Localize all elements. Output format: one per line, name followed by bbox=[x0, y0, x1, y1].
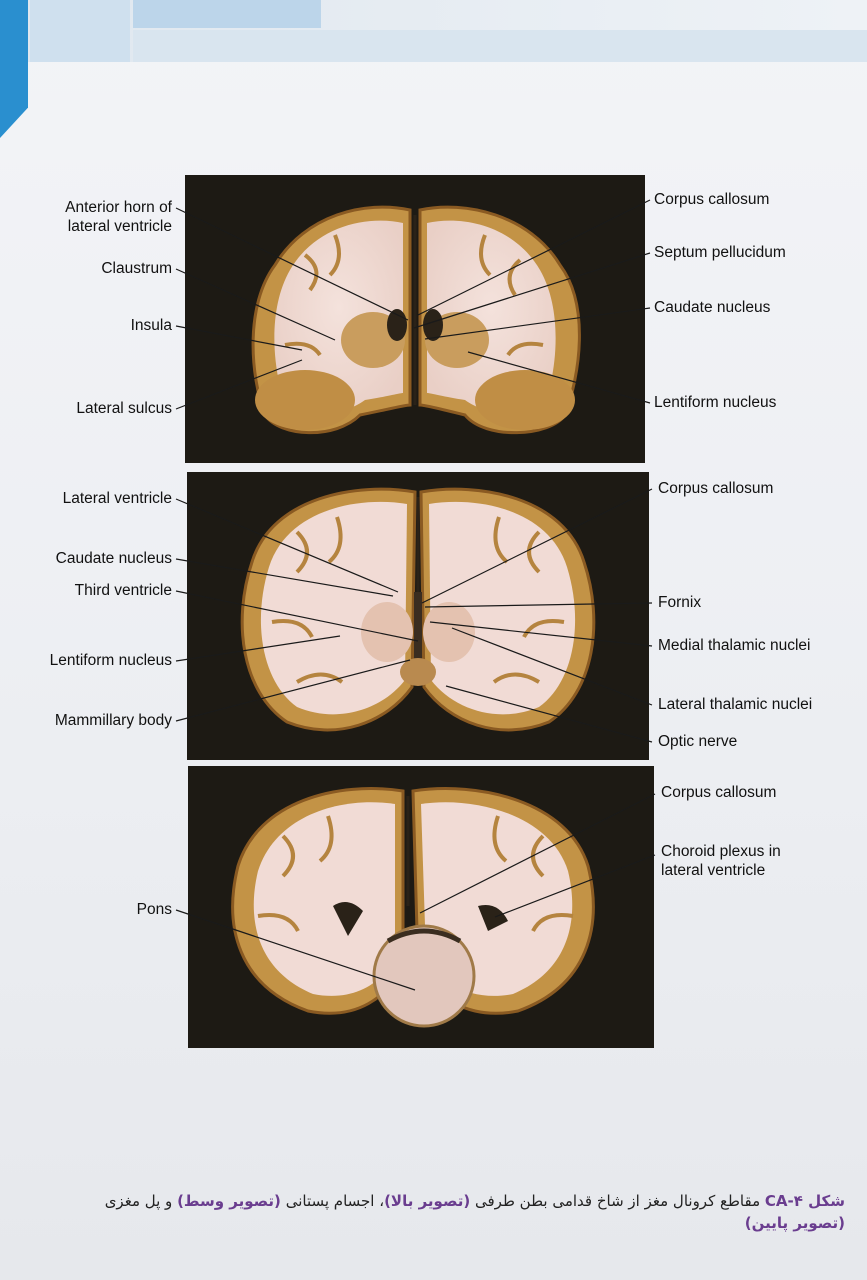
label-caudate-nucleus: Caudate nucleus bbox=[654, 299, 771, 316]
label-lentiform-nucleus: Lentiform nucleus bbox=[654, 394, 777, 411]
header-tab bbox=[133, 0, 321, 28]
label-mammillary-body: Mammillary body bbox=[54, 712, 172, 729]
label-insula: Insula bbox=[130, 317, 172, 334]
label-lateral-thalamic-nuclei: Lateral thalamic nuclei bbox=[658, 696, 813, 713]
header-tab bbox=[30, 0, 130, 62]
label-pons: Pons bbox=[136, 901, 172, 918]
label-third-ventricle: Third ventricle bbox=[74, 582, 172, 599]
label-corpus-callosum: Corpus callosum bbox=[654, 191, 770, 208]
label-lentiform-nucleus: Lentiform nucleus bbox=[49, 652, 172, 669]
coronal-section-mammillary-body-image bbox=[187, 472, 649, 760]
figure-caption: شکل ۴-CA مقاطع کرونال مغز از شاخ قدامی ب… bbox=[104, 1192, 845, 1232]
figure-number: شکل ۴-CA bbox=[764, 1192, 845, 1210]
label-fornix: Fornix bbox=[658, 594, 702, 611]
label-corpus-callosum: Corpus callosum bbox=[661, 784, 777, 801]
label-medial-thalamic-nuclei: Medial thalamic nuclei bbox=[658, 637, 811, 654]
label-anterior-horn: Anterior horn of lateral ventricle bbox=[65, 199, 172, 235]
label-septum-pellucidum: Septum pellucidum bbox=[654, 244, 786, 261]
coronal-section-pons-image bbox=[188, 766, 654, 1048]
label-lateral-ventricle: Lateral ventricle bbox=[62, 490, 172, 507]
label-claustrum: Claustrum bbox=[101, 260, 172, 277]
label-corpus-callosum: Corpus callosum bbox=[658, 480, 774, 497]
label-choroid-plexus: Choroid plexus in lateral ventricle bbox=[661, 843, 781, 879]
label-optic-nerve: Optic nerve bbox=[658, 733, 738, 750]
header-tab bbox=[133, 30, 867, 62]
label-lateral-sulcus: Lateral sulcus bbox=[76, 400, 172, 417]
label-caudate-nucleus: Caudate nucleus bbox=[55, 550, 172, 567]
